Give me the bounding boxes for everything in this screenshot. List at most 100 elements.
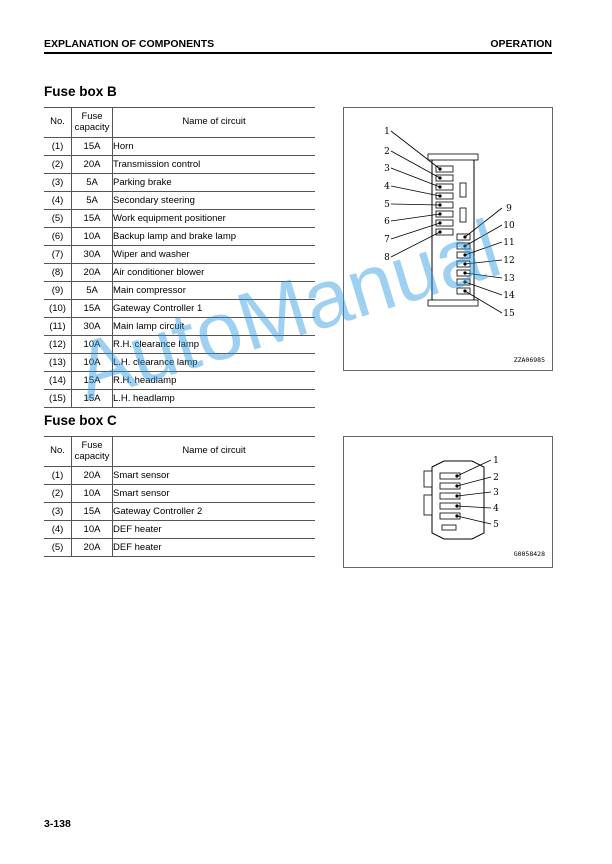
fuse-number: (15)	[44, 389, 72, 408]
figure-code: ZZA06985	[514, 356, 545, 364]
housing-side-tab	[423, 494, 433, 516]
spare-slot	[459, 207, 467, 223]
header-rule	[44, 52, 552, 54]
fuse-capacity: 20A	[71, 155, 113, 174]
fuse-slot	[439, 512, 461, 520]
fuse-capacity: 20A	[71, 263, 113, 282]
leader-arrow-dot	[463, 289, 467, 293]
fuse-number: (4)	[44, 520, 72, 539]
leader-arrow-dot	[455, 514, 459, 518]
circuit-name: Main lamp circuit	[112, 317, 315, 336]
fuse-capacity: 10A	[71, 227, 113, 246]
circuit-name: Air conditioner blower	[112, 263, 315, 282]
callout-label: 12	[503, 256, 514, 266]
circuit-name: Work equipment positioner	[112, 209, 315, 228]
leader-line	[390, 222, 441, 240]
circuit-name: L.H. headlamp	[112, 389, 315, 408]
fuse-capacity: 30A	[71, 245, 113, 264]
fuse-number: (13)	[44, 353, 72, 372]
fuse-capacity: 10A	[71, 353, 113, 372]
fuse-box-c-title: Fuse box C	[44, 413, 117, 428]
leader-arrow-dot	[438, 185, 442, 189]
fuse-capacity: 15A	[71, 299, 113, 318]
leader-line	[464, 281, 503, 296]
leader-arrow-dot	[438, 221, 442, 225]
fuse-number: (3)	[44, 173, 72, 192]
leader-line	[390, 185, 441, 197]
running-header-section: EXPLANATION OF COMPONENTS	[44, 38, 215, 50]
fuse-capacity: 15A	[71, 502, 113, 521]
fuse-number: (14)	[44, 371, 72, 390]
fuse-box-b-title: Fuse box B	[44, 84, 117, 99]
callout-label: 3	[493, 488, 499, 498]
column-header-no: No.	[44, 436, 72, 467]
column-header-circuit-name: Name of circuit	[112, 107, 315, 138]
leader-arrow-dot	[438, 230, 442, 234]
fuse-number: (7)	[44, 245, 72, 264]
callout-label: 5	[384, 200, 390, 210]
fuse-capacity: 5A	[71, 281, 113, 300]
callout-label: 5	[493, 520, 499, 530]
leader-line	[464, 224, 503, 247]
leader-arrow-dot	[463, 244, 467, 248]
leader-line	[390, 203, 441, 206]
leader-line	[390, 130, 441, 170]
leader-line	[390, 231, 441, 258]
leader-line	[390, 213, 441, 222]
column-header-no: No.	[44, 107, 72, 138]
spare-slot	[459, 182, 467, 198]
fuse-number: (6)	[44, 227, 72, 246]
housing-top-tab	[427, 153, 479, 161]
callout-label: 2	[493, 473, 499, 483]
leader-arrow-dot	[463, 271, 467, 275]
fuse-slot	[435, 192, 454, 200]
circuit-name: DEF heater	[112, 538, 315, 557]
circuit-name: L.H. clearance lamp	[112, 353, 315, 372]
leader-line	[464, 259, 503, 265]
callout-label: 4	[384, 182, 390, 192]
leader-arrow-dot	[438, 176, 442, 180]
circuit-name: R.H. clearance lamp	[112, 335, 315, 354]
callout-label: 1	[493, 456, 499, 466]
fuse-capacity: 15A	[71, 137, 113, 156]
leader-arrow-dot	[463, 262, 467, 266]
fuse-number: (2)	[44, 484, 72, 503]
circuit-name: Gateway Controller 1	[112, 299, 315, 318]
fuse-capacity: 5A	[71, 173, 113, 192]
circuit-name: DEF heater	[112, 520, 315, 539]
fuse-capacity: 15A	[71, 209, 113, 228]
callout-label: 10	[503, 221, 515, 231]
housing-side-tab	[423, 470, 433, 488]
page-number: 3-138	[44, 818, 71, 830]
fuse-number: (5)	[44, 538, 72, 557]
callout-label: 11	[503, 238, 514, 248]
leader-line	[456, 515, 492, 525]
leader-line	[464, 207, 503, 238]
callout-label: 14	[503, 291, 515, 301]
fuse-capacity: 5A	[71, 191, 113, 210]
circuit-name: Backup lamp and brake lamp	[112, 227, 315, 246]
fuse-number: (9)	[44, 281, 72, 300]
circuit-name: Transmission control	[112, 155, 315, 174]
circuit-name: Parking brake	[112, 173, 315, 192]
column-header-capacity: Fuse capacity	[71, 436, 113, 467]
fuse-number: (3)	[44, 502, 72, 521]
fuse-slot	[435, 210, 454, 218]
circuit-name: Main compressor	[112, 281, 315, 300]
leader-line	[456, 491, 492, 497]
fuse-number: (8)	[44, 263, 72, 282]
fuse-slot	[435, 174, 454, 182]
